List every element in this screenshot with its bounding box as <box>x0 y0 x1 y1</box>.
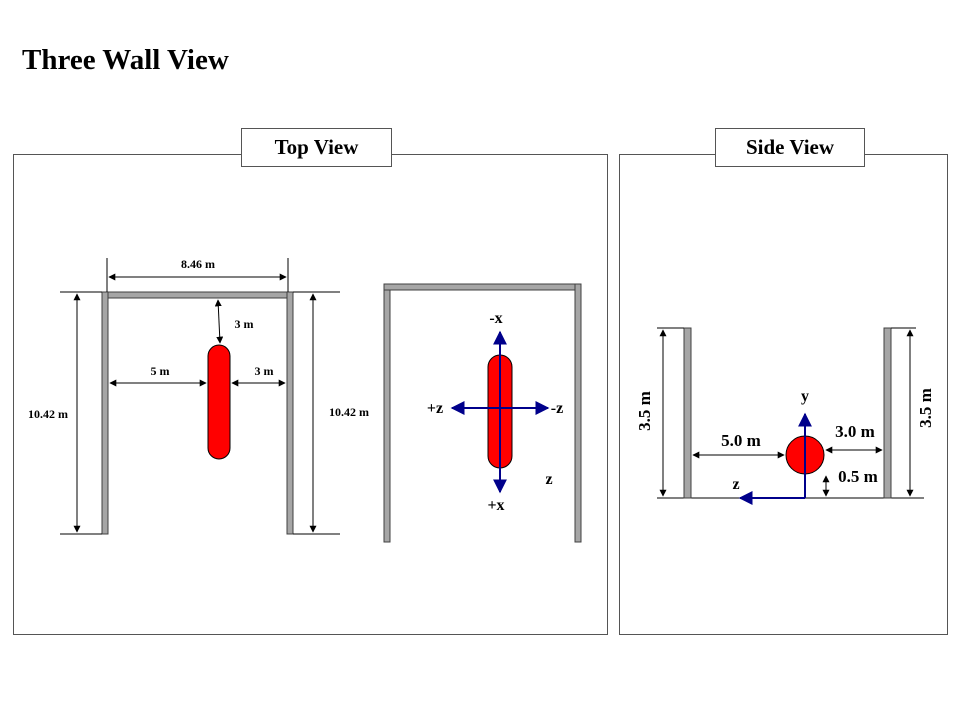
z-label: z <box>545 471 552 488</box>
right-height-label: 3.5 m <box>916 388 935 428</box>
ground-height-label: 0.5 m <box>838 467 878 486</box>
object-capsule <box>207 344 231 460</box>
front-gap-arrow <box>214 299 224 344</box>
front-wall <box>383 283 581 291</box>
y-axis-label: y <box>801 388 809 405</box>
right-wall <box>574 283 582 543</box>
z-axis-label: z <box>732 476 739 493</box>
left-gap-label: 5 m <box>151 364 170 378</box>
top-view-dimensioned-diagram: 8.46 m 10.42 m 10.42 m 3 m 5 m 3 m <box>28 257 369 535</box>
plus-x-label: +x <box>487 497 504 514</box>
side-view-label: Side View <box>715 128 865 167</box>
page-title: Three Wall View <box>22 44 229 76</box>
side-view-diagram: 3.5 m 3.5 m y z 5.0 m 3.0 m 0.5 m <box>635 327 935 505</box>
left-wall <box>683 327 692 499</box>
top-view-label: Top View <box>241 128 392 167</box>
left-wall <box>101 291 109 535</box>
left-distance-label: 5.0 m <box>721 431 761 450</box>
right-wall <box>286 291 294 535</box>
width-dimension-label: 8.46 m <box>181 257 215 271</box>
minus-x-label: -x <box>489 310 502 327</box>
left-wall <box>383 283 391 543</box>
side-view-panel <box>619 154 948 635</box>
right-wall <box>883 327 892 499</box>
front-wall <box>107 291 290 299</box>
right-length-label: 10.42 m <box>329 405 369 419</box>
plus-z-label: +z <box>427 400 443 417</box>
right-distance-label: 3.0 m <box>835 422 875 441</box>
front-gap-label: 3 m <box>235 317 254 331</box>
right-gap-label: 3 m <box>255 364 274 378</box>
top-view-axes-diagram: -x +x +z -z z <box>383 283 582 543</box>
left-height-label: 3.5 m <box>635 391 654 431</box>
minus-z-label: -z <box>551 400 563 417</box>
left-length-label: 10.42 m <box>28 407 68 421</box>
